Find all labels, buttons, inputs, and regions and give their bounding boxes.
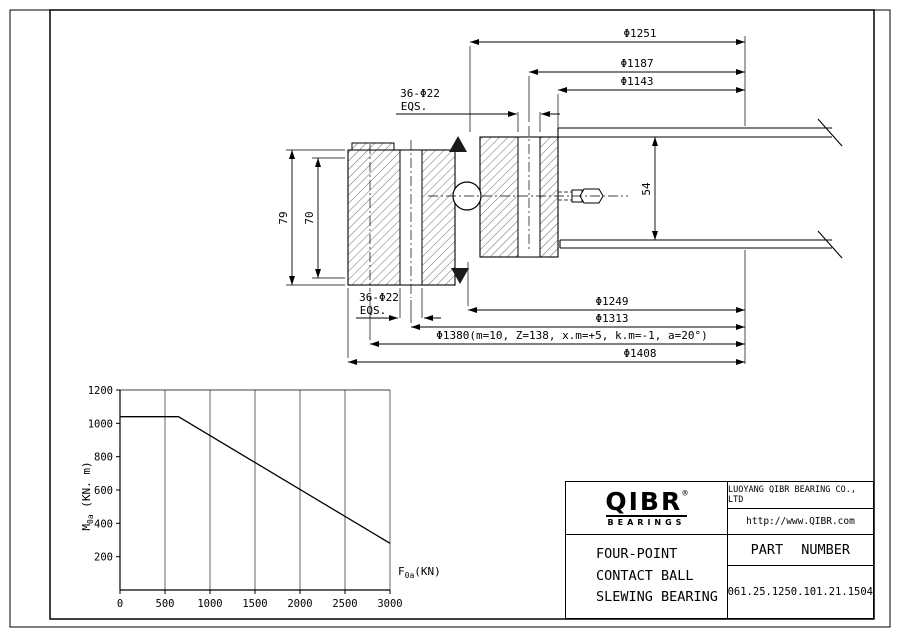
dim-bolt-bottom-label: 36-Φ22 xyxy=(359,291,399,304)
chart-x-tick-label: 500 xyxy=(156,598,175,610)
dim-height-79-label: 79 xyxy=(277,211,290,224)
company-cell: LUOYANG QIBR BEARING CO., LTD http://www… xyxy=(728,482,873,534)
dim-height-70-label: 70 xyxy=(303,211,316,224)
chart-y-tick-label: 800 xyxy=(94,452,113,464)
dim-phi1380-label: Φ1380(m=10, Z=138, x.m=+5, k.m=-1, a=20°… xyxy=(436,329,708,342)
mounting-structure-bottom xyxy=(559,230,843,259)
chart-x-tick-label: 2000 xyxy=(287,598,312,610)
break-line-bottom xyxy=(817,230,843,259)
dim-bolt-top-eqs-label: EQS. xyxy=(401,100,428,113)
chart-xlabel: F0a(KN) xyxy=(398,565,441,580)
chart-x-tick-label: 2500 xyxy=(332,598,357,610)
dim-phi1143-label: Φ1143 xyxy=(620,75,653,88)
dim-height-54-label: 54 xyxy=(640,182,653,196)
chart-x-tick-label: 0 xyxy=(117,598,123,610)
bearing-type-cell: FOUR-POINT CONTACT BALL SLEWING BEARING xyxy=(566,535,728,618)
company-website: http://www.QIBR.com xyxy=(746,515,855,527)
part-number-value: 061.25.1250.101.21.1504 xyxy=(727,586,873,598)
part-number-label: PART NUMBER xyxy=(727,535,873,566)
chart-y-tick-label: 600 xyxy=(94,485,113,497)
chart-series-line xyxy=(120,416,391,544)
registered-mark-icon: ® xyxy=(682,489,688,499)
logo-cell: QIBR® BEARINGS xyxy=(566,482,728,534)
company-name: LUOYANG QIBR BEARING CO., LTD xyxy=(728,482,873,509)
brand-logo-text: QIBR xyxy=(605,487,683,516)
dim-bolt-top-label: 36-Φ22 xyxy=(400,87,440,100)
dim-phi1408-label: Φ1408 xyxy=(623,347,656,360)
chart-x-tick-label: 3000 xyxy=(377,598,402,610)
chart-y-tick-label: 1200 xyxy=(88,385,113,397)
dim-phi1251-label: Φ1251 xyxy=(623,27,656,40)
seal-top xyxy=(449,136,467,152)
chart-x-tick-label: 1000 xyxy=(197,598,222,610)
dim-bolt-bottom-eqs-label: EQS. xyxy=(360,304,387,317)
seal-bottom xyxy=(451,268,469,284)
dim-phi1187-label: Φ1187 xyxy=(620,57,653,70)
brand-logo: QIBR® xyxy=(605,489,687,514)
outer-ring-top-step xyxy=(351,142,395,151)
dim-phi1313-label: Φ1313 xyxy=(595,312,628,325)
chart-x-tick-label: 1500 xyxy=(242,598,267,610)
title-block-row-product: FOUR-POINT CONTACT BALL SLEWING BEARING … xyxy=(566,535,873,618)
dimensions: Φ1251 Φ1187 Φ1143 36-Φ22 EQS. 36-Φ22 EQS… xyxy=(277,27,746,365)
break-line-top xyxy=(817,118,843,147)
bearing-section xyxy=(347,118,843,298)
chart-ylabel: M0a (KN. m) xyxy=(80,461,95,530)
sheet-frame-inner xyxy=(49,9,875,620)
load-chart: 200 400 600 800 1000 1200 0 500 1000 1500 2000 2500… xyxy=(88,385,403,610)
bearing-type-line3: SLEWING BEARING xyxy=(596,589,718,606)
bearing-type-line1: FOUR-POINT xyxy=(596,546,678,563)
chart-y-tick-label: 200 xyxy=(94,552,113,564)
inner-ring-bolt-hole xyxy=(517,136,541,258)
dim-phi1249-label: Φ1249 xyxy=(595,295,628,308)
chart-y-tick-label: 400 xyxy=(94,518,113,530)
part-number-cell: PART NUMBER 061.25.1250.101.21.1504 xyxy=(727,535,873,618)
title-block-row-company: QIBR® BEARINGS LUOYANG QIBR BEARING CO.,… xyxy=(566,482,873,535)
chart-y-tick-label: 1000 xyxy=(88,418,113,430)
brand-logo-subtext: BEARINGS xyxy=(605,515,688,527)
mounting-structure-top xyxy=(557,118,843,147)
bearing-type-line2: CONTACT BALL xyxy=(596,567,694,584)
title-block: QIBR® BEARINGS LUOYANG QIBR BEARING CO.,… xyxy=(565,481,874,619)
